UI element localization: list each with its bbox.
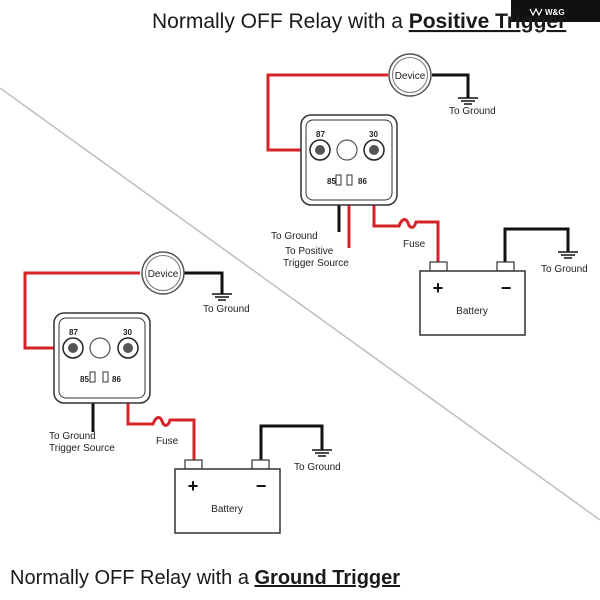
bottom-label-fuse: Fuse <box>156 436 179 447</box>
bottom-battery-label: Battery <box>211 504 243 515</box>
bottom-device: Device <box>141 251 185 295</box>
bottom-pin-30-label: 30 <box>123 328 132 337</box>
bottom-pin-87-label: 87 <box>69 328 78 337</box>
top-label-trigger-line2: Trigger Source <box>283 258 349 269</box>
brand-logo-text: W&G <box>545 8 565 17</box>
top-ground-symbol-device <box>458 97 478 105</box>
bottom-label-trigger-line1: To Ground <box>49 431 96 442</box>
top-wire-87-to-device <box>266 73 388 152</box>
bottom-pin-85-label: 85 <box>80 375 89 384</box>
top-pin-87-label: 87 <box>316 130 325 139</box>
top-device-label: Device <box>395 71 426 82</box>
bottom-label-trigger-line2: Trigger Source <box>49 443 115 454</box>
top-wire-device-ground <box>432 73 470 98</box>
brand-logo: W&G <box>511 0 600 22</box>
top-relay: 87 30 85 86 <box>300 114 398 206</box>
top-label-to-ground-85: To Ground <box>271 231 318 242</box>
top-battery-minus: − <box>501 278 512 298</box>
top-battery-label: Battery <box>456 306 488 317</box>
top-title-emphasis: Positive Trigger <box>409 10 567 33</box>
bottom-battery-minus: − <box>256 476 267 496</box>
top-label-fuse: Fuse <box>403 239 426 250</box>
bottom-pin-86-label: 86 <box>112 375 121 384</box>
top-pin-86-label: 86 <box>358 177 367 186</box>
bottom-wire-30-fuse-battery <box>126 349 196 460</box>
bottom-wire-87-to-device <box>23 271 140 350</box>
top-label-trigger-line1: To Positive <box>285 246 334 257</box>
top-pin-85-label: 85 <box>327 177 336 186</box>
bottom-battery: + − Battery <box>174 459 281 534</box>
top-battery-plus: + <box>433 278 444 298</box>
top-pin-30-label: 30 <box>369 130 378 139</box>
bottom-device-label: Device <box>148 269 179 280</box>
bottom-relay: 87 30 85 86 <box>53 312 151 404</box>
top-device: Device <box>388 53 432 97</box>
top-label-to-ground-battery: To Ground <box>541 264 588 275</box>
bottom-title-prefix: Normally OFF Relay with a <box>10 567 255 589</box>
top-wire-30-fuse-battery <box>372 151 440 262</box>
bottom-battery-plus: + <box>188 476 199 496</box>
top-wire-battery-ground <box>503 227 570 262</box>
top-title: Normally OFF Relay with a Positive Trigg… <box>152 10 566 33</box>
top-battery: + − Battery <box>419 261 526 336</box>
bottom-label-to-ground-battery: To Ground <box>294 462 341 473</box>
bottom-title: Normally OFF Relay with a Ground Trigger <box>10 567 400 589</box>
bottom-ground-symbol-battery <box>312 449 332 457</box>
top-label-to-ground-device: To Ground <box>449 106 496 117</box>
top-title-prefix: Normally OFF Relay with a <box>152 10 409 33</box>
bottom-label-to-ground-device: To Ground <box>203 304 250 315</box>
bottom-wire-battery-ground <box>259 424 324 460</box>
section-divider <box>0 87 600 521</box>
bottom-title-emphasis: Ground Trigger <box>255 567 401 589</box>
bottom-wire-device-ground <box>184 271 224 294</box>
top-ground-symbol-battery <box>558 251 578 259</box>
bottom-ground-symbol-device <box>212 293 232 301</box>
